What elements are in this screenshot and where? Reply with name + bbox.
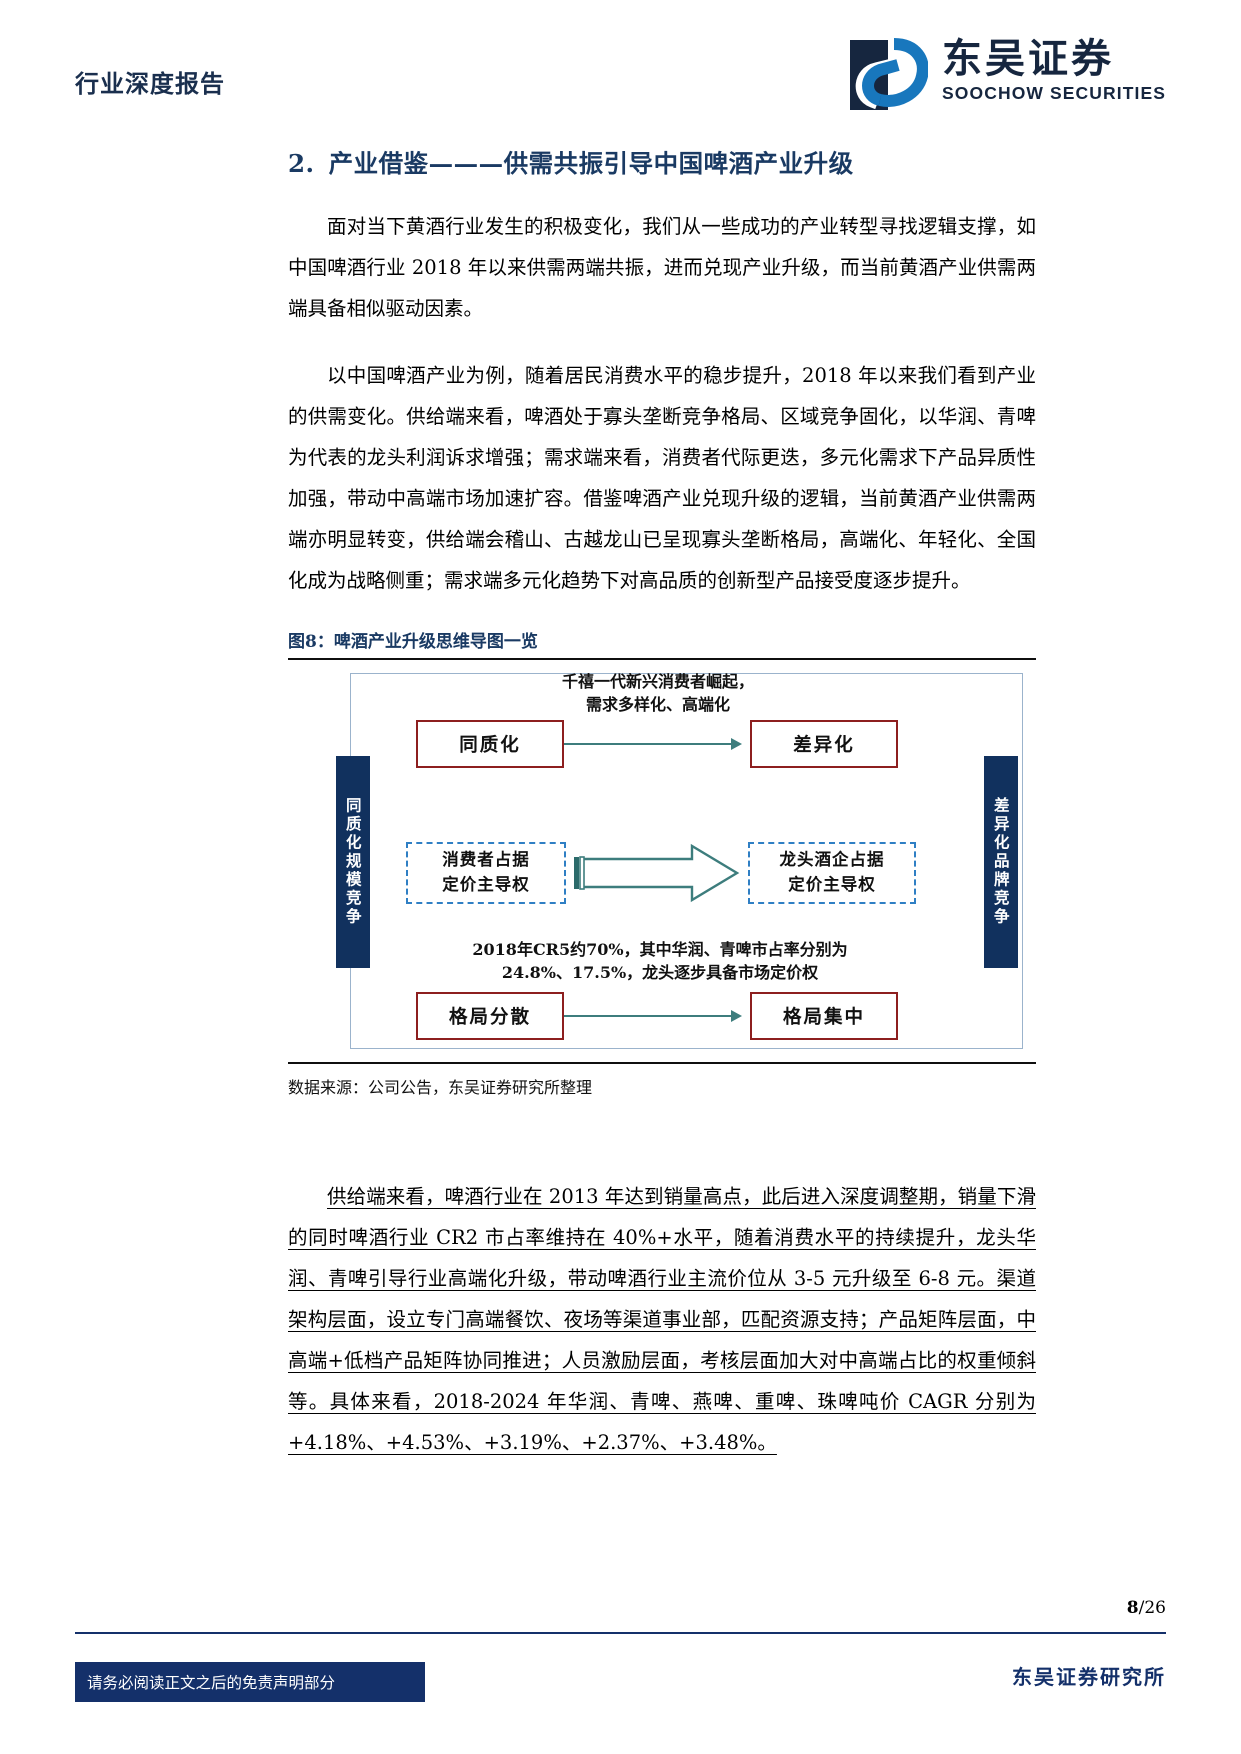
page-title: 2. 产业借鉴———供需共振引导中国啤酒产业升级: [288, 145, 1036, 180]
top-note-line-1: 千禧一代新兴消费者崛起，: [561, 672, 754, 691]
figure-8: 图8：啤酒产业升级思维导图一览 同质化规模竞争 差异化品牌竞争 千禧一代新兴消费…: [288, 627, 1036, 1098]
bottom-note-line-2: 24.8%、17.5%，龙头逐步具备市场定价权: [501, 963, 819, 983]
footer-divider: [75, 1632, 1166, 1634]
paragraph-1: 面对当下黄酒行业发生的积极变化，我们从一些成功的产业转型寻找逻辑支撑，如中国啤酒…: [288, 215, 1036, 320]
figure-caption: 图8：啤酒产业升级思维导图一览: [288, 632, 538, 652]
section-number: 2.: [288, 149, 315, 178]
brand-name-en: SOOCHOW SECURITIES: [942, 83, 1166, 103]
right-vertical-bar-label: 差异化品牌竞争: [984, 756, 1018, 968]
box-leader-pricing-power: 龙头酒企占据 定价主导权: [748, 842, 916, 904]
footer-disclaimer: 请务必阅读正文之后的免责声明部分: [75, 1662, 425, 1702]
top-note: 千禧一代新兴消费者崛起， 需求多样化、高端化: [498, 670, 818, 716]
box-consumer-pricing-power-line-2: 定价主导权: [442, 875, 530, 894]
page-content: 2. 产业借鉴———供需共振引导中国啤酒产业升级 面对当下黄酒行业发生的积极变化，…: [288, 145, 1036, 1489]
box-consumer-pricing-power-line-1: 消费者占据: [442, 850, 530, 870]
brand-logo: 东吴证券 SOOCHOW SECURITIES: [850, 36, 1166, 114]
box-concentrated-landscape: 格局集中: [750, 992, 898, 1040]
arrow-top: [564, 738, 742, 750]
box-fragmented-landscape: 格局分散: [416, 992, 564, 1040]
box-leader-pricing-power-line-2: 定价主导权: [788, 875, 876, 894]
box-leader-pricing-power-line-1: 龙头酒企占据: [779, 850, 885, 870]
paragraph-2: 以中国啤酒产业为例，随着居民消费水平的稳步提升，2018 年以来我们看到产业的供…: [288, 364, 1036, 592]
bottom-note: 2018年CR5约70%，其中华润、青啤市占率分别为 24.8%、17.5%，龙…: [426, 938, 894, 984]
paragraph-3: 供给端来看，啤酒行业在 2013 年达到销量高点，此后进入深度调整期，销量下滑的…: [288, 1185, 1036, 1454]
page-header: 行业深度报告 东吴证券 SOOCHOW SECURITIES: [75, 36, 1166, 122]
brand-text: 东吴证券 SOOCHOW SECURITIES: [942, 36, 1166, 104]
footer-firm-name: 东吴证券研究所: [1012, 1665, 1166, 1689]
mindmap-diagram: 同质化规模竞争 差异化品牌竞争 千禧一代新兴消费者崛起， 需求多样化、高端化 同…: [288, 660, 1036, 1062]
soochow-logo-icon: [850, 36, 929, 114]
page-number-current: 8: [1126, 1598, 1139, 1618]
box-homogenization: 同质化: [416, 720, 564, 768]
brand-name-cn: 东吴证券: [942, 35, 1115, 82]
block-arrow-pricing-shift: [574, 843, 740, 903]
figure-source: 数据来源：公司公告，东吴证券研究所整理: [288, 1078, 593, 1097]
top-note-line-2: 需求多样化、高端化: [585, 695, 730, 715]
page-number-separator: /: [1138, 1598, 1145, 1618]
box-differentiation: 差异化: [750, 720, 898, 768]
left-vertical-bar-label: 同质化规模竞争: [336, 756, 370, 968]
figure-frame: 同质化规模竞争 差异化品牌竞争 千禧一代新兴消费者崛起， 需求多样化、高端化 同…: [288, 658, 1036, 1064]
report-type-label: 行业深度报告: [75, 69, 225, 98]
arrow-bottom: [564, 1010, 742, 1022]
page-number-total: 26: [1144, 1598, 1166, 1618]
page-number: 8/26: [1127, 1598, 1166, 1618]
bottom-note-line-1: 2018年CR5约70%，其中华润、青啤市占率分别为: [472, 940, 848, 959]
box-consumer-pricing-power: 消费者占据 定价主导权: [406, 842, 566, 904]
section-title-text: 产业借鉴———供需共振引导中国啤酒产业升级: [328, 149, 854, 178]
